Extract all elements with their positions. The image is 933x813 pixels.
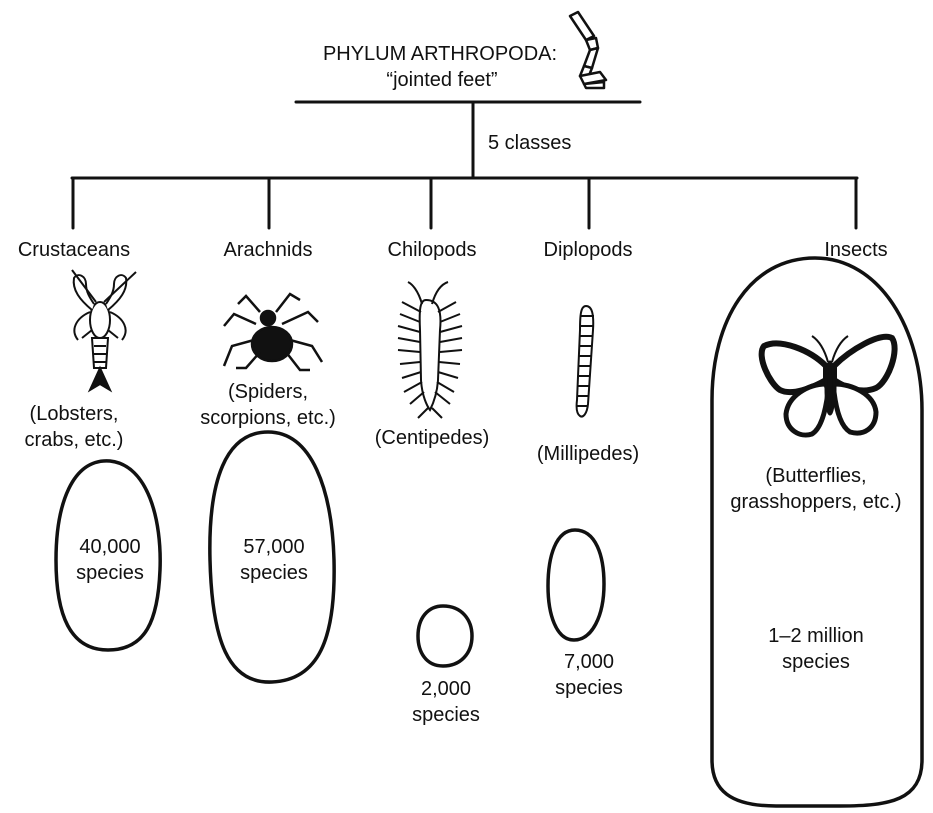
species-count-insects: 1–2 million [768, 624, 864, 648]
species-count-chilopods: 2,000 [421, 677, 471, 701]
examples-chilopods: (Centipedes) [375, 426, 490, 450]
millipede-icon [577, 306, 594, 417]
species-label-diplopods: species [555, 676, 623, 700]
class-name-arachnids: Arachnids [224, 238, 313, 262]
examples-diplopods: (Millipedes) [537, 442, 639, 466]
class-name-crustaceans: Crustaceans [18, 238, 130, 262]
title-line-1: PHYLUM ARTHROPODA: [323, 42, 557, 66]
class-name-insects: Insects [824, 238, 887, 262]
species-label-insects: species [782, 650, 850, 674]
examples-arachnids-line-1: (Spiders, [228, 380, 308, 404]
species-count-diplopods: 7,000 [564, 650, 614, 674]
title-line-2: “jointed feet” [386, 68, 497, 92]
species-label-crustaceans: species [76, 561, 144, 585]
examples-insects-line-2: grasshoppers, etc.) [730, 490, 901, 514]
class-name-chilopods: Chilopods [388, 238, 477, 262]
species-label-chilopods: species [412, 703, 480, 727]
butterfly-icon [762, 336, 895, 435]
jointed-leg-icon [570, 12, 606, 88]
examples-crustaceans-line-2: crabs, etc.) [25, 428, 124, 452]
examples-insects-line-1: (Butterflies, [765, 464, 866, 488]
examples-crustaceans-line-1: (Lobsters, [30, 402, 119, 426]
examples-arachnids-line-2: scorpions, etc.) [200, 406, 336, 430]
centipede-icon [398, 282, 462, 418]
species-blob-chilopods [418, 606, 472, 666]
species-blob-diplopods [548, 530, 604, 640]
spider-icon [224, 294, 322, 370]
lobster-icon [72, 270, 136, 390]
species-count-crustaceans: 40,000 [79, 535, 140, 559]
classes-count-label: 5 classes [488, 131, 571, 155]
species-count-arachnids: 57,000 [243, 535, 304, 559]
class-name-diplopods: Diplopods [544, 238, 633, 262]
species-label-arachnids: species [240, 561, 308, 585]
